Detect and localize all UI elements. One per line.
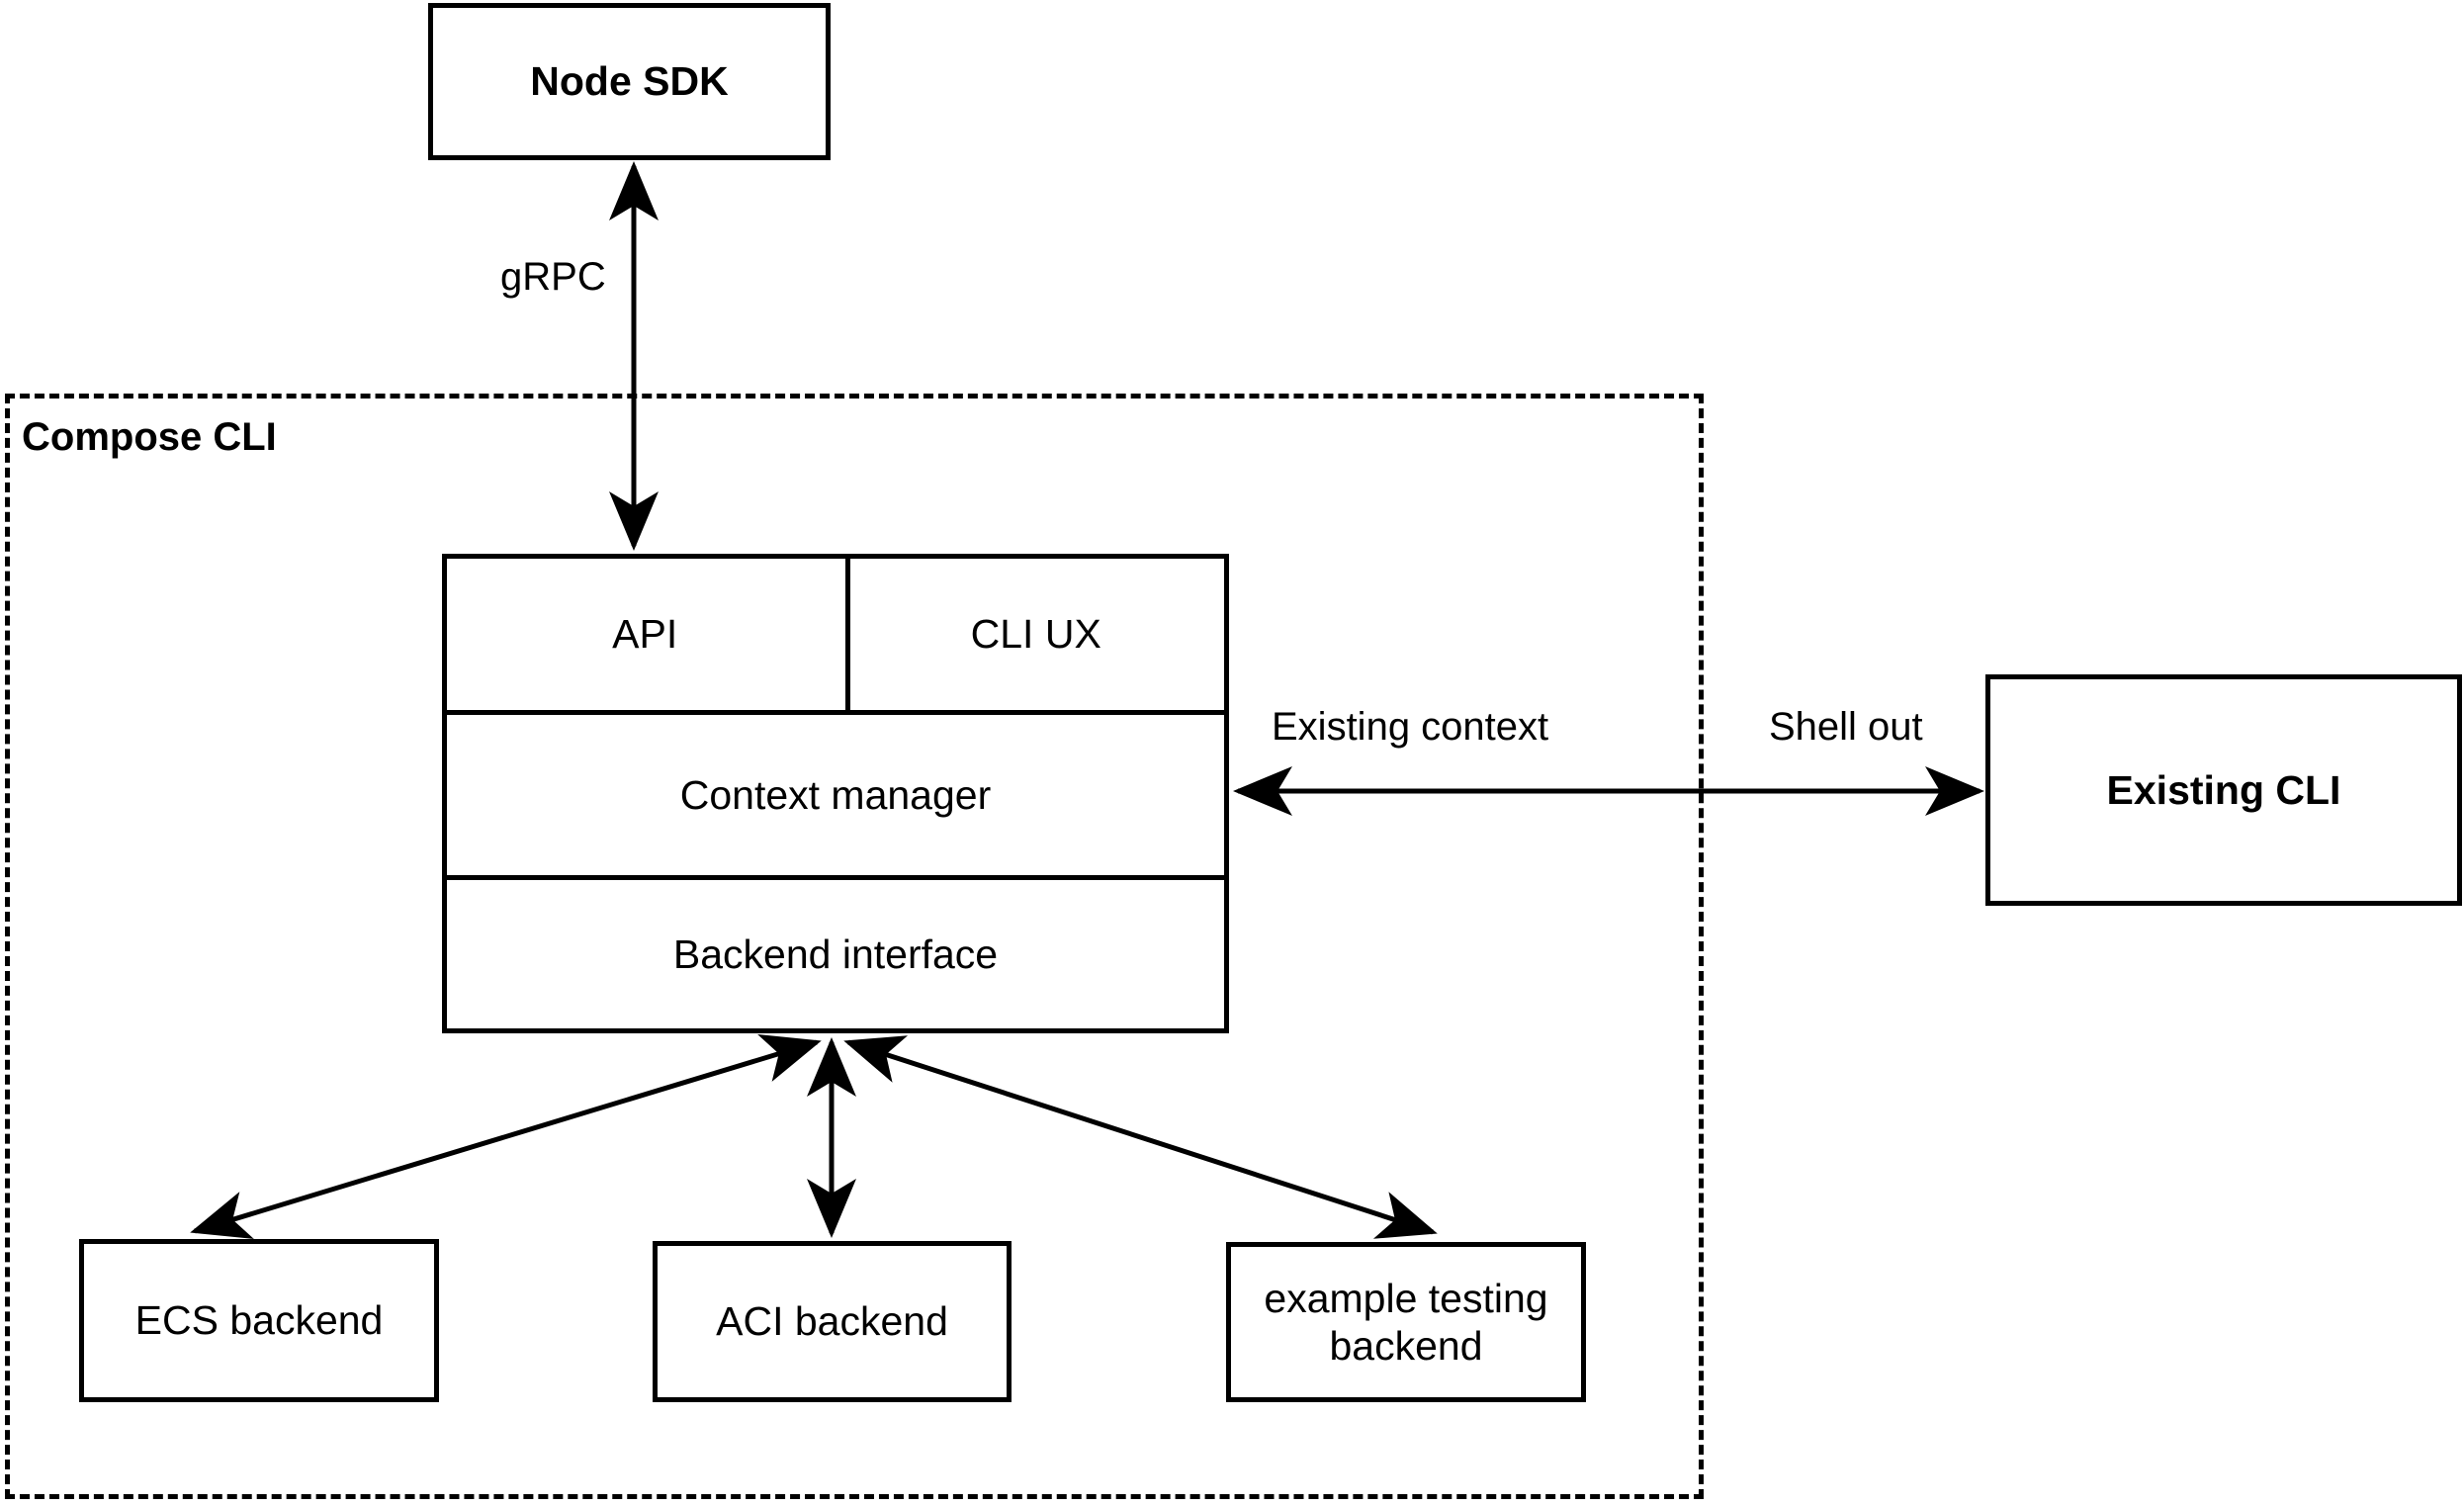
stack-row-api-cliux: API CLI UX: [447, 559, 1224, 710]
divider-above-context-manager: [447, 710, 1224, 715]
divider-api-cliux: [845, 559, 850, 710]
node-ecs-backend[interactable]: ECS backend: [79, 1239, 439, 1402]
node-context-manager[interactable]: Context manager: [447, 715, 1224, 875]
node-ecs-backend-label: ECS backend: [134, 1297, 384, 1344]
node-aci-backend[interactable]: ACI backend: [653, 1241, 1012, 1402]
compose-cli-stack: API CLI UX Context manager Backend inter…: [442, 554, 1229, 1033]
divider-above-backend-interface: [447, 875, 1224, 880]
compose-cli-boundary-label: Compose CLI: [22, 415, 277, 459]
node-aci-backend-label: ACI backend: [716, 1298, 948, 1345]
edge-label-existing-context: Existing context: [1266, 705, 1555, 750]
node-example-testing-backend[interactable]: example testing backend: [1226, 1242, 1586, 1402]
node-cli-ux[interactable]: CLI UX: [847, 559, 1224, 710]
node-node-sdk[interactable]: Node SDK: [428, 3, 831, 160]
edge-backend-ecs: [190, 1034, 822, 1239]
edge-label-shell-out: Shell out: [1763, 705, 1929, 750]
node-existing-cli[interactable]: Existing CLI: [1985, 674, 2462, 906]
node-node-sdk-label: Node SDK: [530, 58, 729, 105]
node-api[interactable]: API: [447, 559, 842, 710]
edge-backend-example: [843, 1035, 1438, 1239]
node-example-testing-backend-label: example testing backend: [1264, 1275, 1548, 1369]
node-context-manager-label: Context manager: [679, 771, 992, 818]
node-backend-interface-label: Backend interface: [672, 931, 999, 977]
compose-cli-boundary: [5, 394, 1704, 1499]
stack-row-backend-interface: Backend interface: [447, 880, 1224, 1028]
node-api-label: API: [612, 611, 678, 657]
stack-row-context-manager: Context manager: [447, 715, 1224, 875]
node-existing-cli-label: Existing CLI: [2106, 766, 2341, 813]
node-cli-ux-label: CLI UX: [970, 611, 1101, 657]
node-backend-interface[interactable]: Backend interface: [447, 880, 1224, 1028]
edge-label-grpc: gRPC: [494, 255, 612, 300]
